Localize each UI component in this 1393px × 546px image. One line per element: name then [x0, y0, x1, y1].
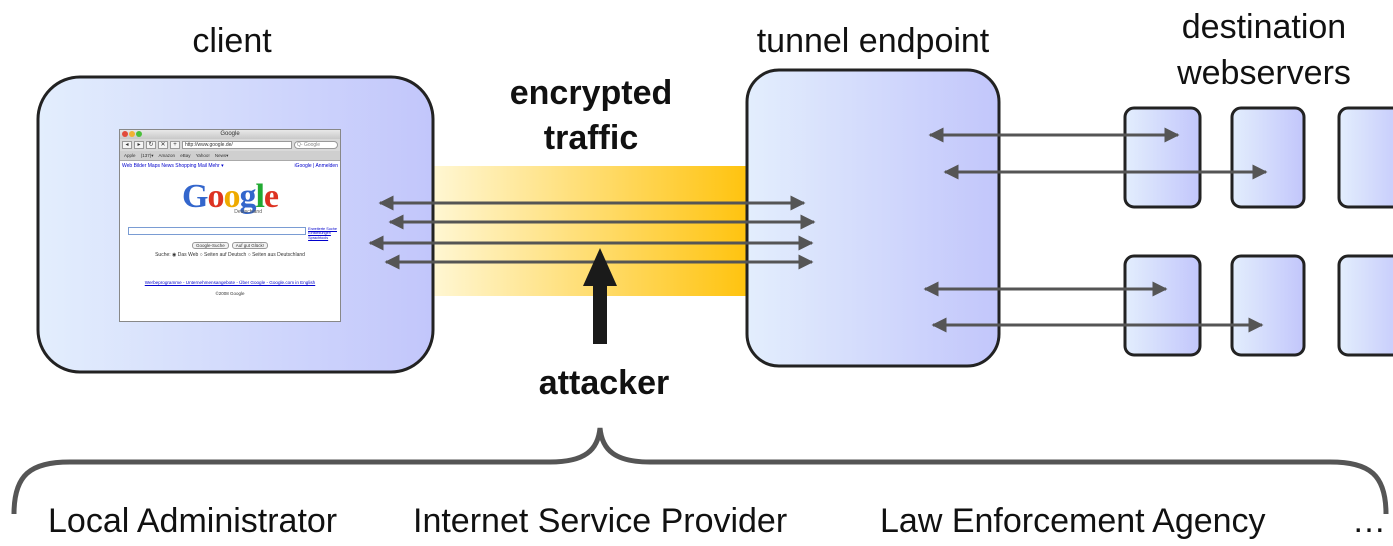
google-logo-letter: o: [223, 178, 240, 215]
client-label: client: [192, 22, 272, 60]
browser-title: Google: [220, 131, 240, 137]
google-logo-letter: e: [263, 178, 279, 215]
google-logo-subtitle: Deutschland: [234, 209, 262, 215]
webserver-arrows: [923, 127, 1268, 333]
webserver-box: [1230, 254, 1306, 357]
close-dot-icon: [122, 131, 128, 137]
attacker-type-law-enforcement: Law Enforcement Agency: [880, 502, 1266, 540]
google-nav: Web Bilder Maps News Shopping Mail Mehr …: [120, 161, 340, 171]
google-footer-links: Werbeprogramme - Unternehmensangebote - …: [144, 280, 316, 286]
back-icon: ◂: [122, 141, 132, 149]
google-search-input: [128, 227, 307, 235]
url-field: http://www.google.de/: [182, 141, 292, 149]
google-search-button: Google-Suche: [191, 242, 229, 250]
google-logo-letter: o: [207, 178, 224, 215]
webserver-box: [1337, 254, 1393, 357]
attacker-type-more: …: [1352, 502, 1386, 540]
forward-icon: ▸: [134, 141, 144, 149]
webserver-box: [1123, 106, 1202, 209]
google-copyright: ©2008 Google: [215, 291, 245, 297]
attacker-type-isp: Internet Service Provider: [413, 502, 787, 540]
bookmarks-bar: Apple (137)▾ Amazon eBay Yahoo! News▾: [120, 151, 340, 161]
attacker-arrow: [583, 248, 617, 344]
side-link: Erweiterte Suche: [308, 227, 337, 231]
google-side-links: Erweiterte Suche Einstellungen Sprachtoo…: [308, 227, 337, 240]
search-scope-options: Suche: ◉ Das Web ○ Seiten auf Deutsch ○ …: [155, 252, 305, 259]
browser-titlebar: Google: [120, 130, 340, 139]
tunnel-traffic-arrows: [368, 195, 816, 270]
attacker-label: attacker: [539, 364, 669, 402]
google-logo: Google: [120, 178, 340, 215]
search-field: Q- Google: [294, 141, 338, 149]
tunnel-endpoint-label: tunnel endpoint: [757, 22, 990, 60]
webserver-box: [1337, 106, 1393, 209]
side-link: Sprachtools: [308, 235, 329, 240]
zoom-dot-icon: [136, 131, 142, 137]
minimize-dot-icon: [129, 131, 135, 137]
attacker-brace: [11, 427, 1389, 515]
google-logo-letter: g: [239, 178, 256, 215]
google-search-form: Erweiterte Suche Einstellungen Sprachtoo…: [128, 227, 337, 240]
destination-label-line2: webservers: [1176, 54, 1351, 92]
google-nav-links: Web Bilder Maps News Shopping Mail Mehr …: [122, 163, 224, 169]
reload-icon: ↻: [146, 141, 156, 149]
browser-toolbar: ◂ ▸ ↻ ✕ + http://www.google.de/ Q- Googl…: [120, 139, 340, 151]
webserver-box: [1230, 106, 1306, 209]
encrypted-label-line1: encrypted: [510, 74, 673, 112]
destination-label-line1: destination: [1182, 8, 1346, 46]
google-buttons: Google-Suche Auf gut Glück!: [120, 242, 340, 250]
add-bookmark-icon: +: [170, 141, 180, 149]
stop-icon: ✕: [158, 141, 168, 149]
browser-screenshot: Google ◂ ▸ ↻ ✕ + http://www.google.de/ Q…: [119, 129, 341, 322]
attacker-type-local-admin: Local Administrator: [48, 502, 337, 540]
tunnel-endpoint-box: [745, 68, 1001, 368]
lucky-button: Auf gut Glück!: [231, 242, 269, 250]
side-link: Einstellungen: [308, 231, 331, 236]
window-controls: [122, 131, 143, 141]
google-logo-letter: l: [255, 178, 265, 215]
google-nav-right: iGoogle | Anmelden: [294, 163, 338, 169]
google-logo-letter: G: [182, 178, 208, 215]
webserver-box: [1123, 254, 1202, 357]
encrypted-label-line2: traffic: [544, 119, 638, 157]
